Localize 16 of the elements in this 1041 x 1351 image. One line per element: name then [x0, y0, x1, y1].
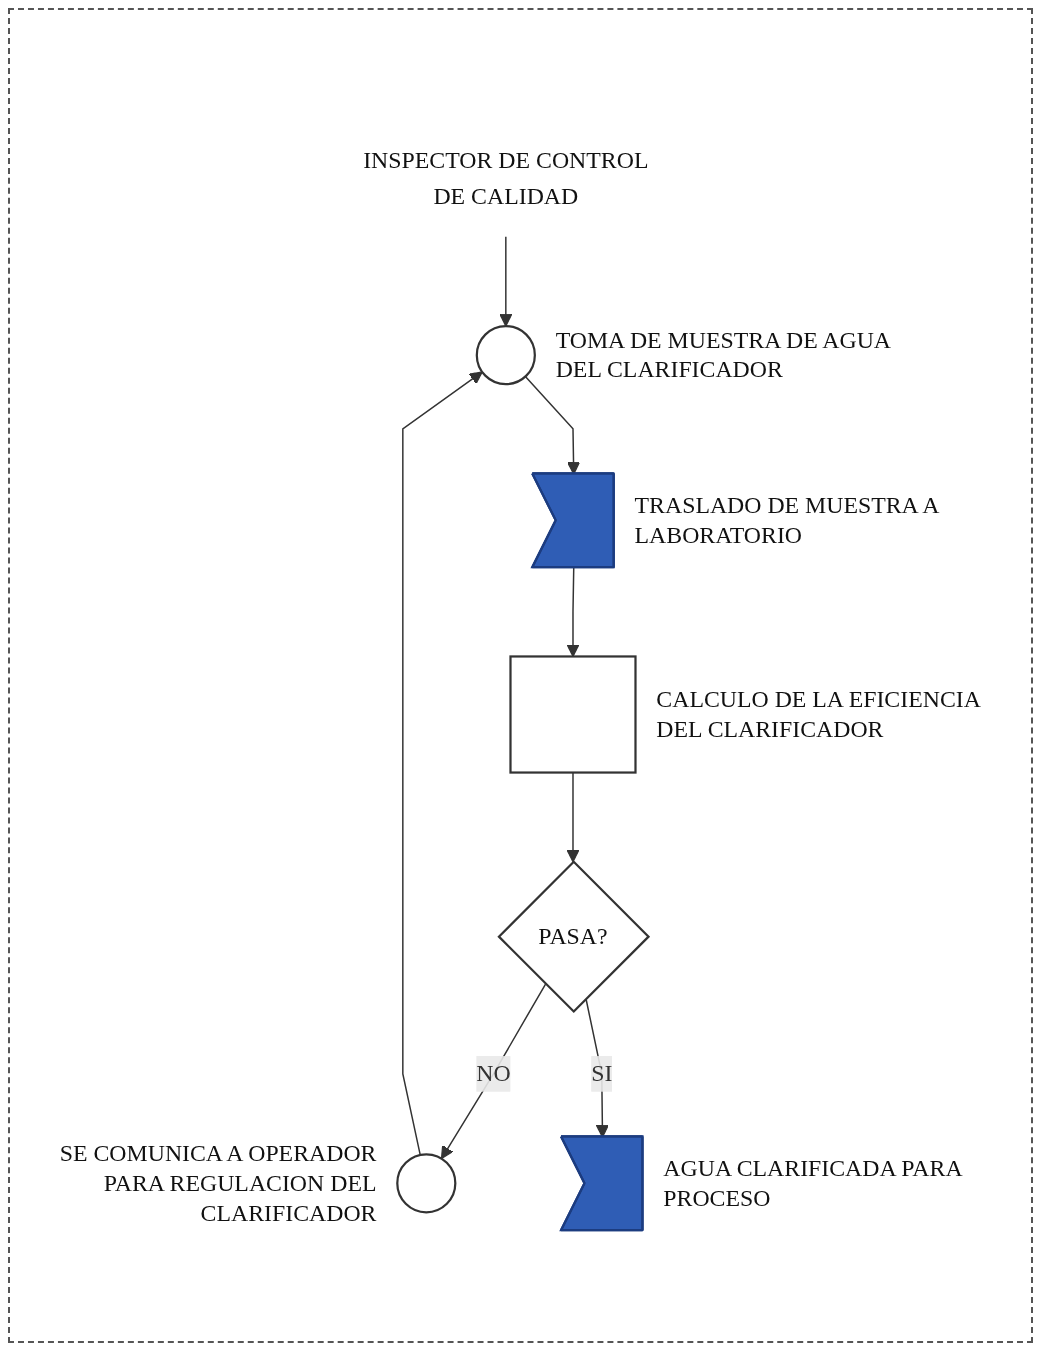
- node-circle: [475, 325, 536, 386]
- node-caption: CALCULO DE LA EFICIENCIA DEL CLARIFICADOR: [656, 686, 981, 742]
- node-circle: [396, 1153, 457, 1214]
- edge-label: SI: [591, 1060, 613, 1086]
- dashed-frame: INSPECTOR DE CONTROL DE CALIDAD TOMA DE MUESTRA DE AGUA DEL CLARIFICADOR TRASLADO DE MUESTRA A LABORATORIO CALCULO DE LA EFICIENCIA DEL CLARIFICADOR PASA? SE COMUNICA A OPERADOR PARA REGULACION DEL CLARIFICADOR AGUA CLARIFICADA PARA PROCESO NO SI: [8, 8, 1033, 1343]
- node-caption: TOMA DE MUESTRA DE AGUA DEL CLARIFICADOR: [555, 326, 892, 383]
- node-box: [509, 655, 637, 774]
- node-caption: TRASLADO DE MUESTRA A LABORATORIO: [634, 491, 940, 548]
- arrow: [402, 371, 483, 1156]
- node-caption: SE COMUNICA A OPERADOR PARA REGULACION DEL CLARIFICADOR: [59, 1140, 377, 1226]
- node-caption: AGUA CLARIFICADA PARA PROCESO: [663, 1154, 963, 1211]
- arrow: [440, 983, 547, 1160]
- node-text: INSPECTOR DE CONTROL DE CALIDAD: [363, 147, 649, 209]
- arrow: [499, 236, 513, 327]
- edge-label: NO: [476, 1060, 511, 1086]
- node-diamond: [497, 860, 651, 1014]
